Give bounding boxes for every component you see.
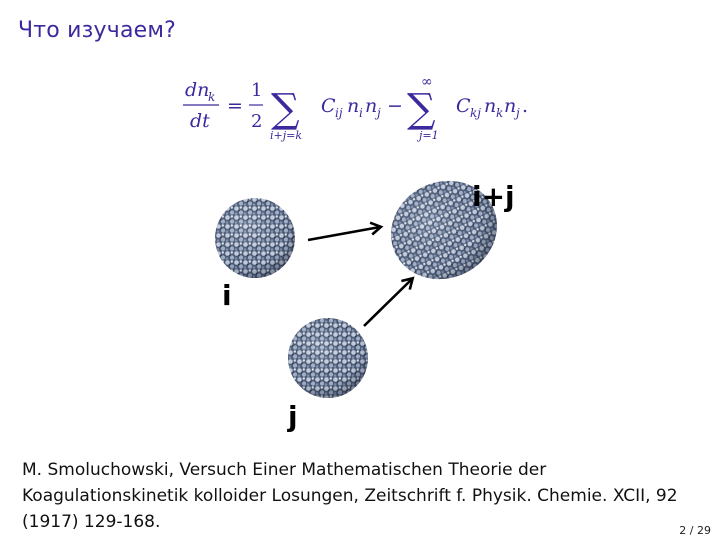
half-numerator: 1 [251,80,262,101]
term2-c: C [456,95,471,117]
sum2-superscript: ∞ [421,74,433,90]
cluster-i-icon [215,198,295,278]
half-denominator: 2 [251,111,262,132]
label-j: j [287,400,298,433]
slide-title: Что изучаем? [18,18,177,43]
term1-c: C [321,95,336,117]
smoluchowski-equation: dn k dt = 1 2 ∑ i+j=k C ij n i n j − ∞ ∑… [175,72,555,152]
lhs-numerator-subscript: k [208,90,215,104]
lhs-numerator: dn [185,79,209,101]
period: . [522,95,528,117]
page-number: 2 / 29 [679,524,711,537]
sum2-subscript: j=1 [416,129,439,142]
citation-text: M. Smoluchowski, Versuch Einer Mathemati… [22,460,678,532]
term2-n2-sub: j [513,106,520,120]
arrow-i-to-ij-icon [307,227,380,242]
label-i-plus-j: i+j [472,180,515,213]
lhs-denominator: dt [190,110,210,132]
label-i: i [222,279,232,312]
cluster-ij-icon [391,180,497,280]
term2-n1-sub: k [496,106,503,120]
sum-symbol-2: ∑ [407,86,436,132]
arrow-j-to-ij-icon [363,279,412,327]
term2-subscript: kj [470,106,481,120]
term1-n1-sub: i [359,106,363,120]
cluster-j-icon [288,318,368,398]
minus-sign: − [387,95,403,117]
term1-subscript: ij [335,106,343,120]
sum-symbol-1: ∑ [271,86,300,132]
term1-n2-sub: j [374,106,381,120]
coagulation-diagram: i i+j j [0,170,725,440]
equals-sign: = [227,95,243,117]
term2-n1: n [484,95,496,117]
term1-n1: n [347,95,359,117]
sum1-subscript: i+j=k [270,129,302,142]
term1-n2: n [365,95,377,117]
term2-n2: n [504,95,516,117]
